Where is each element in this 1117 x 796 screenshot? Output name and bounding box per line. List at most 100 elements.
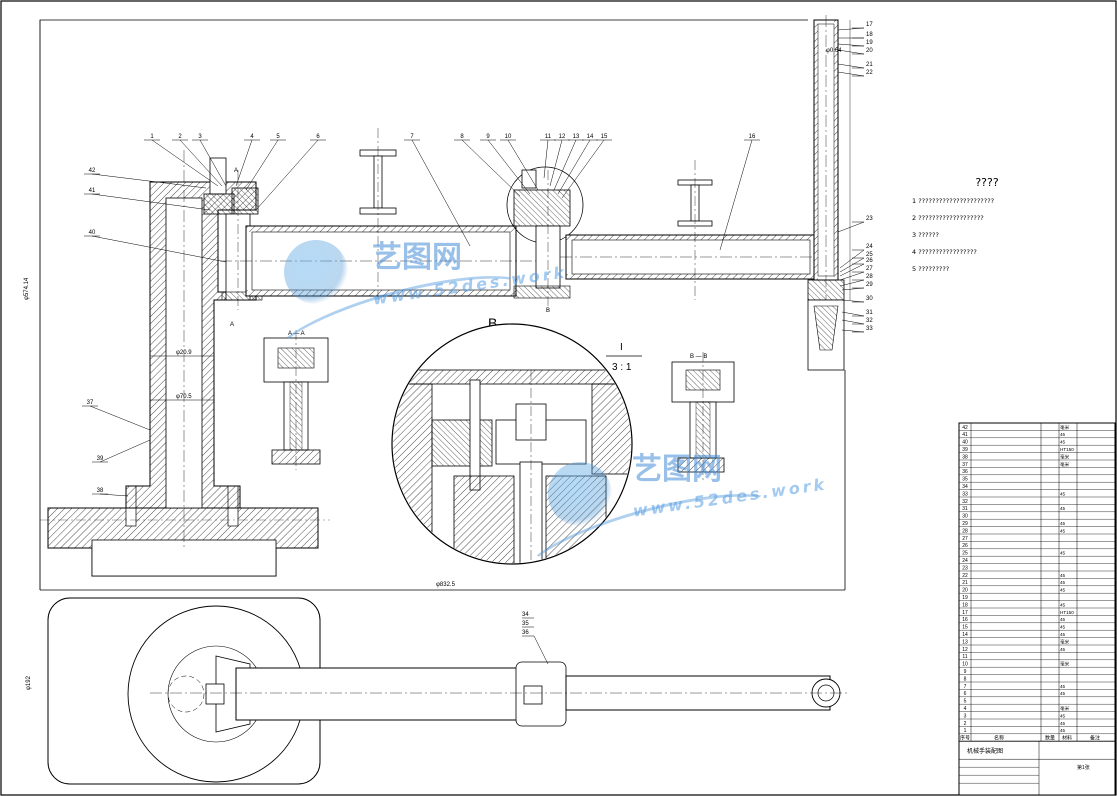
bom-row: 32 — [959, 499, 1115, 505]
bom-row-material: HT150 — [1060, 447, 1074, 452]
bom-row-number: 4 — [964, 706, 967, 712]
callout-22: 22 — [837, 70, 873, 77]
column-section: φ20.9 φ70.5 — [125, 150, 257, 548]
bom-row-material: 45 — [1060, 506, 1066, 511]
dim-height: φ574.14 — [24, 277, 30, 300]
callout-28: 28 — [839, 274, 873, 287]
callout-32: 32 — [841, 318, 873, 325]
callout-label-12: 12 — [559, 134, 566, 140]
i-beam-1 — [359, 128, 397, 300]
callout-label-33: 33 — [866, 326, 873, 332]
callout-11: 11 — [540, 134, 556, 179]
callout-19: 19 — [837, 40, 873, 47]
callout-7: 7 — [404, 134, 471, 247]
bom-row: 17 HT150 — [959, 610, 1115, 616]
callout-label-16: 16 — [749, 134, 756, 140]
note-line-2: 2 ??????????????????? — [912, 214, 984, 222]
bom-row-material: 毫米 — [1060, 453, 1070, 460]
bom-row-material: 毫米 — [1060, 424, 1070, 431]
callout-1: 1 — [144, 134, 219, 187]
callout-21: 21 — [837, 62, 873, 69]
bom-row-material: 45 — [1060, 528, 1066, 533]
bom-row-number: 15 — [962, 625, 968, 631]
bom-header-cell: 备注 — [1090, 735, 1100, 742]
callout-5: 5 — [245, 134, 286, 191]
callout-20: 20 — [837, 48, 873, 55]
bom-row-number: 31 — [962, 506, 968, 512]
bom-row-number: 5 — [964, 699, 967, 705]
callout-26: 26 — [839, 258, 873, 277]
bom-row-number: 38 — [962, 454, 968, 460]
callout-label-26: 26 — [866, 258, 873, 264]
callout-label-5: 5 — [276, 134, 280, 140]
callout-25: 25 — [839, 252, 873, 273]
bom-row-number: 34 — [962, 484, 968, 490]
bom-row-number: 39 — [962, 447, 968, 453]
bom-row-number: 25 — [962, 551, 968, 557]
bom-row: 30 — [959, 514, 1115, 520]
bom-row: 23 — [959, 565, 1115, 571]
bom-row-number: 17 — [962, 610, 968, 616]
bom-header-cell: 数量 — [1045, 735, 1055, 742]
callout-label-42: 42 — [89, 168, 96, 174]
bom-row-material: 45 — [1060, 713, 1066, 718]
callout-label-18: 18 — [866, 32, 873, 38]
note-line-3: 3 ?????? — [912, 231, 939, 239]
bom-row-number: 6 — [964, 691, 967, 697]
scale-top: I — [620, 342, 623, 353]
bom-row-material: 毫米 — [1060, 461, 1070, 468]
bom-row-number: 41 — [962, 432, 968, 438]
callout-41: 41 — [84, 188, 211, 211]
detail-b: B I 3 : 1 — [391, 315, 642, 565]
callout-label-8: 8 — [460, 134, 464, 140]
callout-label-32: 32 — [866, 318, 873, 324]
plan-callout-label-34: 34 — [522, 612, 529, 618]
label-bb: B — B — [690, 354, 707, 360]
bom-row-material: 毫米 — [1060, 705, 1070, 712]
callout-label-10: 10 — [505, 134, 512, 140]
bom-row-material: HT150 — [1060, 610, 1074, 615]
middle-joint — [506, 166, 584, 310]
callout-label-30: 30 — [866, 296, 873, 302]
bom-row-number: 14 — [962, 632, 968, 638]
view-aa: A — A — [263, 330, 329, 470]
callout-label-24: 24 — [866, 244, 873, 250]
bom-row-number: 32 — [962, 499, 968, 505]
callout-label-41: 41 — [89, 188, 96, 194]
callout-label-40: 40 — [89, 230, 96, 236]
callout-label-21: 21 — [866, 62, 873, 68]
callout-label-11: 11 — [545, 134, 552, 140]
plan-callout-36: 36 — [522, 630, 534, 637]
notes-title: ???? — [975, 176, 999, 189]
callout-label-22: 22 — [866, 70, 873, 76]
bom-row-number: 11 — [962, 654, 967, 660]
plan-callout-35: 35 — [522, 621, 534, 628]
bom-row-number: 35 — [962, 477, 968, 483]
callout-24: 24 — [839, 244, 873, 269]
callout-33: 33 — [841, 326, 873, 333]
callout-label-13: 13 — [573, 134, 580, 140]
bom-row: 31 45 — [959, 506, 1115, 512]
plan-callout-label-36: 36 — [522, 630, 529, 636]
bom-row-number: 2 — [964, 721, 967, 727]
sheet-info: 第1张 — [1077, 764, 1090, 771]
callout-label-19: 19 — [866, 40, 873, 46]
bom-row: 39 HT150 — [959, 447, 1115, 453]
callout-6: 6 — [255, 134, 326, 211]
bom-row: 11 — [959, 654, 1115, 660]
bom-row-material: 45 — [1060, 684, 1066, 689]
callout-label-14: 14 — [587, 134, 594, 140]
dim-d1: φ20.9 — [176, 350, 192, 356]
bom-row-number: 10 — [962, 662, 968, 668]
bom-row: 19 — [959, 595, 1115, 601]
arm-2 — [560, 234, 830, 280]
callout-label-1: 1 — [150, 134, 154, 140]
